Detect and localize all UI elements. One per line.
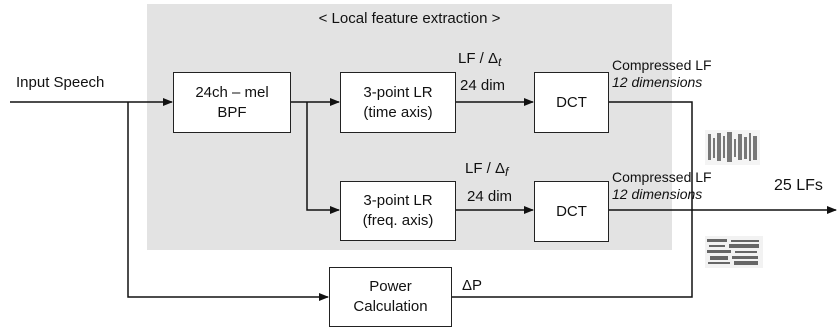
bpf-block: 24ch – mel BPF xyxy=(173,72,291,133)
bpf-line1: 24ch – mel xyxy=(195,83,269,101)
lr-time-line1: 3-point LR xyxy=(363,83,433,101)
lf-freq-sub: f xyxy=(505,165,509,179)
bpf-line2: BPF xyxy=(217,103,247,121)
lf-freq-prefix: LF / Δ xyxy=(465,160,506,177)
lf-freq-dim: 24 dim xyxy=(467,188,512,206)
compressed-top-label: Compressed LF 12 dimensions xyxy=(612,57,712,91)
dct-bottom-block: DCT xyxy=(534,181,609,242)
freq-feature-thumbnail xyxy=(705,236,763,268)
power-block: Power Calculation xyxy=(329,267,452,327)
lf-freq-dim-text: 24 dim xyxy=(467,188,513,205)
lf-time-label: LF / Δt xyxy=(458,50,502,69)
compressed-bottom-line1: Compressed LF xyxy=(612,169,712,185)
dct-top-label: DCT xyxy=(556,93,587,111)
wire-dct-top-out xyxy=(608,101,693,210)
lr-freq-block: 3-point LR (freq. axis) xyxy=(340,181,456,241)
power-line1: Power xyxy=(369,278,412,295)
lr-freq-line2: (freq. axis) xyxy=(362,212,434,229)
time-feature-thumbnail xyxy=(705,130,760,165)
wire-input-to-power xyxy=(127,102,329,301)
compressed-top-line2: 12 dimensions xyxy=(612,74,703,90)
output-label: 25 LFs xyxy=(774,177,823,194)
dct-top-block: DCT xyxy=(534,72,609,133)
lr-time-line2: (time axis) xyxy=(363,103,433,121)
power-line2: Calculation xyxy=(353,298,428,315)
compressed-bottom-line2: 12 dimensions xyxy=(612,186,703,202)
lf-time-dim-text: 24 dim xyxy=(460,77,506,94)
lf-time-dim: 24 dim xyxy=(460,77,505,95)
wire-bpf-to-lr-freq xyxy=(306,102,340,214)
compressed-top-line1: Compressed LF xyxy=(612,57,712,73)
power-delta-label: ΔP xyxy=(462,277,483,294)
lf-time-sub: t xyxy=(498,55,502,69)
dct-bottom-label: DCT xyxy=(556,202,587,220)
lr-time-block: 3-point LR (time axis) xyxy=(340,72,456,133)
compressed-bottom-label: Compressed LF 12 dimensions xyxy=(612,169,712,203)
input-speech-label: Input Speech xyxy=(16,74,105,91)
lf-freq-label: LF / Δf xyxy=(465,160,509,179)
lf-time-prefix: LF / Δ xyxy=(458,50,499,67)
region-title: < Local feature extraction > xyxy=(318,10,501,27)
lr-freq-line1: 3-point LR xyxy=(363,192,433,209)
wire-power-out xyxy=(451,210,693,298)
